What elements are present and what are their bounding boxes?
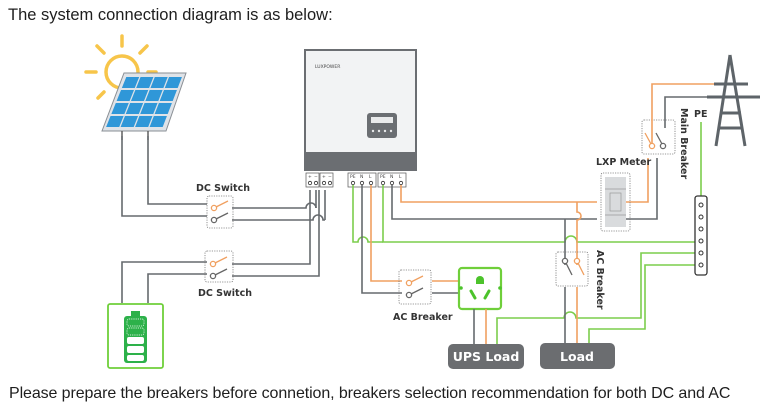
solar-cell: [106, 116, 124, 127]
ac-breaker-load: [555, 251, 589, 287]
dc-switch-top-label: DC Switch: [196, 183, 250, 194]
terminal-dc: + − + −: [305, 172, 334, 188]
terminal-label: −: [314, 175, 318, 180]
dc-switch-top: [206, 195, 234, 229]
main-breaker-label: Main Breaker: [678, 108, 689, 179]
sun-icon: [84, 34, 158, 100]
terminal-ac-1: PE N L: [347, 172, 377, 188]
solar-cell: [135, 116, 153, 127]
diagram-heading: The system connection diagram is as belo…: [8, 6, 333, 24]
bus-terminal: [698, 250, 704, 256]
inverter-brand: LUXPOWER: [315, 64, 340, 70]
solar-cell: [130, 90, 149, 101]
ups-earth-wire: [496, 252, 701, 345]
power-tower-icon: [707, 54, 760, 147]
ups-load-box: UPS Load: [448, 344, 524, 369]
inverter-display: [367, 113, 397, 138]
load-box: Load: [540, 343, 615, 369]
solar-cell: [136, 77, 154, 88]
solar-cell: [154, 103, 172, 114]
battery-icon: [107, 303, 164, 369]
terminal-ac-2: PE N L: [377, 172, 407, 188]
earth-bus-bar: [694, 195, 708, 276]
load-earth-wire: [588, 264, 701, 345]
socket-icon: [457, 266, 503, 311]
lxp-meter-label: LXP Meter: [596, 157, 652, 168]
terminal-label: L: [399, 174, 402, 180]
lxp-meter: [600, 172, 631, 232]
solar-cell: [149, 116, 167, 127]
pv-wires: [121, 136, 325, 221]
terminal-label: PE: [380, 174, 386, 180]
solar-cell: [111, 103, 129, 114]
pe-label: PE: [694, 109, 707, 120]
bus-terminal: [698, 238, 704, 244]
terminal-label: +: [308, 174, 312, 180]
inverter: LUXPOWER: [304, 49, 417, 171]
solar-cell: [116, 90, 134, 101]
bus-terminal: [698, 226, 704, 232]
grid-neutral-wire: [664, 96, 712, 128]
ac-breaker-load-label: AC Breaker: [594, 250, 605, 310]
solar-cell: [140, 103, 158, 114]
terminal-label: +: [322, 174, 326, 180]
solar-cell: [164, 77, 182, 88]
solar-panel-icon: [101, 72, 187, 140]
dc-switch-bottom: [204, 250, 234, 283]
ac-breaker-ups: [398, 269, 432, 305]
ups-load-label: UPS Load: [453, 349, 520, 364]
ac-breaker-ups-label: AC Breaker: [393, 312, 453, 323]
ac-wires: [352, 158, 701, 294]
bus-terminal: [698, 214, 704, 220]
bus-terminal: [698, 262, 704, 268]
terminal-label: PE: [350, 174, 356, 180]
grid-live-wire: [651, 83, 716, 143]
load-label: Load: [560, 349, 594, 364]
bus-terminal: [698, 202, 704, 208]
solar-cell: [121, 77, 140, 88]
dc-switch-bottom-label: DC Switch: [198, 288, 252, 299]
terminal-label: −: [328, 175, 332, 180]
terminal-label: L: [369, 174, 372, 180]
solar-cell: [120, 116, 139, 127]
terminal-label: N: [390, 174, 393, 180]
solar-cell: [159, 90, 177, 101]
solar-cell: [150, 77, 168, 88]
terminal-label: N: [360, 174, 363, 180]
solar-cell: [145, 90, 163, 101]
main-breaker: [641, 119, 676, 155]
solar-cell: [125, 103, 144, 114]
battery-wires: [121, 190, 326, 303]
footer-note: Please prepare the breakers before conne…: [9, 385, 731, 402]
